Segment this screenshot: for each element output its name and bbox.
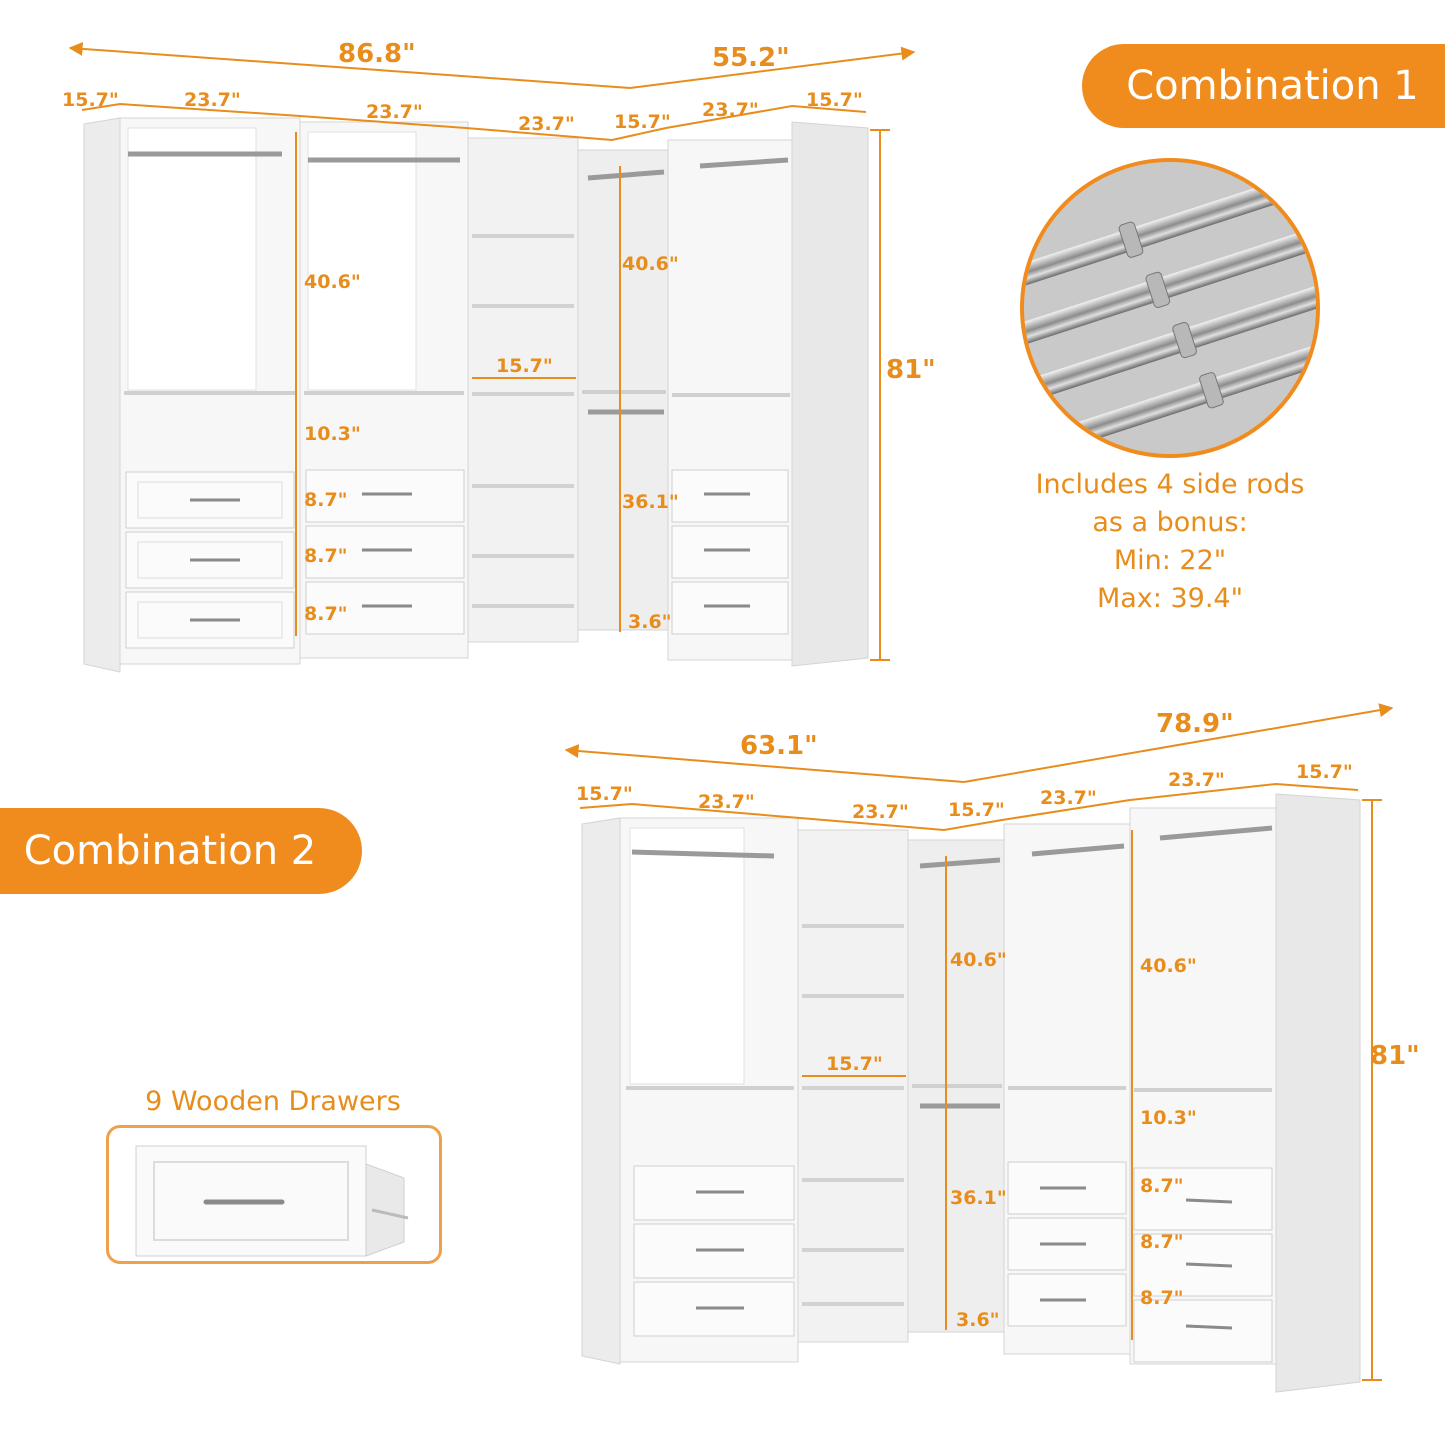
c1-drawers-b	[305, 469, 465, 635]
combination-2-label: Combination 2	[0, 808, 362, 894]
c1-dim-height: 81"	[886, 355, 936, 385]
c1-rod-corner-upper	[587, 169, 665, 181]
c2-dim-drawer-3: 8.7"	[1140, 1287, 1184, 1309]
c2-dim-drawer-2: 8.7"	[1140, 1231, 1184, 1253]
c2-side-panel-right	[1275, 793, 1361, 1393]
combination-1-label: Combination 1	[1082, 44, 1445, 128]
bonus-line-2: as a bonus:	[1092, 507, 1248, 538]
c2-dim-w1: 15.7"	[576, 783, 633, 805]
c2-drawers-a	[633, 1165, 795, 1337]
c2-dim-open-shelf: 10.3"	[1140, 1107, 1197, 1129]
drawer-callout-frame	[106, 1125, 442, 1264]
c1-dim-overall-left: 86.8"	[338, 39, 416, 69]
bonus-line-max: Max: 39.4"	[1096, 583, 1244, 614]
c1-dim-shelf-width: 15.7"	[496, 355, 553, 377]
c1-dim-w3: 23.7"	[366, 101, 423, 123]
c2-side-panel-left	[581, 817, 621, 1365]
c2-dimension-lines	[564, 703, 1394, 1381]
c2-dim-corner-lower: 36.1"	[950, 1187, 1007, 1209]
c2-dim-w7: 15.7"	[1296, 761, 1353, 783]
c1-module-a-hang-area	[127, 127, 257, 391]
c2-dim-shelf-width: 15.7"	[826, 1053, 883, 1075]
c1-drawers-e	[671, 469, 789, 635]
c1-module-c-shelves	[467, 137, 579, 643]
c1-dim-w7: 15.7"	[806, 89, 863, 111]
c1-dim-corner-base: 3.6"	[628, 611, 672, 633]
c1-dim-drawer-3: 8.7"	[304, 603, 348, 625]
c1-dim-w2: 23.7"	[184, 89, 241, 111]
c2-dim-w3: 23.7"	[852, 801, 909, 823]
side-rods-closeup	[1020, 158, 1320, 458]
c1-dimension-lines	[68, 41, 916, 661]
c2-drawers-d	[1007, 1161, 1127, 1327]
c1-dim-w1: 15.7"	[62, 89, 119, 111]
c1-shelf-set	[472, 234, 574, 608]
combination-1-wardrobe	[83, 117, 869, 673]
c1-dim-corner-upper: 40.6"	[622, 253, 679, 275]
c1-dim-overall-right: 55.2"	[712, 43, 790, 73]
c2-dim-corner-base: 3.6"	[956, 1309, 1000, 1331]
bonus-rods-caption: Includes 4 side rods as a bonus: Min: 22…	[1000, 466, 1340, 618]
rod-1	[1024, 165, 1316, 298]
c1-side-panel-left	[83, 117, 121, 673]
c1-side-panel-right	[791, 121, 869, 667]
c1-dim-upper-hang: 40.6"	[304, 271, 361, 293]
c1-dim-w6: 23.7"	[702, 99, 759, 121]
wooden-drawer-illustration	[135, 1145, 409, 1257]
c1-dim-drawer-2: 8.7"	[304, 545, 348, 567]
c2-dim-height: 81"	[1370, 1041, 1420, 1071]
c2-dim-w6: 23.7"	[1168, 769, 1225, 791]
rod-2	[1024, 218, 1316, 352]
bonus-line-min: Min: 22"	[1113, 545, 1227, 576]
c2-dim-w2: 23.7"	[698, 791, 755, 813]
c2-dim-corner-upper: 40.6"	[950, 949, 1007, 971]
c1-dim-w5: 15.7"	[614, 111, 671, 133]
c2-dim-drawer-1: 8.7"	[1140, 1175, 1184, 1197]
c1-dim-corner-lower: 36.1"	[622, 491, 679, 513]
c2-dim-right-upper: 40.6"	[1140, 955, 1197, 977]
c1-drawers-a	[125, 471, 295, 649]
bonus-line-1: Includes 4 side rods	[1035, 469, 1305, 500]
drawers-title: 9 Wooden Drawers	[145, 1086, 401, 1117]
c2-dim-overall-right: 78.9"	[1156, 709, 1234, 739]
c1-dim-drawer-1: 8.7"	[304, 489, 348, 511]
c2-dim-w4: 15.7"	[948, 799, 1005, 821]
c2-drawers-e	[1133, 1167, 1273, 1363]
c1-dim-w4: 23.7"	[518, 113, 575, 135]
c2-dim-w5: 23.7"	[1040, 787, 1097, 809]
c1-dim-open-shelf: 10.3"	[304, 423, 361, 445]
combination-2-wardrobe	[581, 793, 1361, 1393]
c2-dim-overall-left: 63.1"	[740, 731, 818, 761]
